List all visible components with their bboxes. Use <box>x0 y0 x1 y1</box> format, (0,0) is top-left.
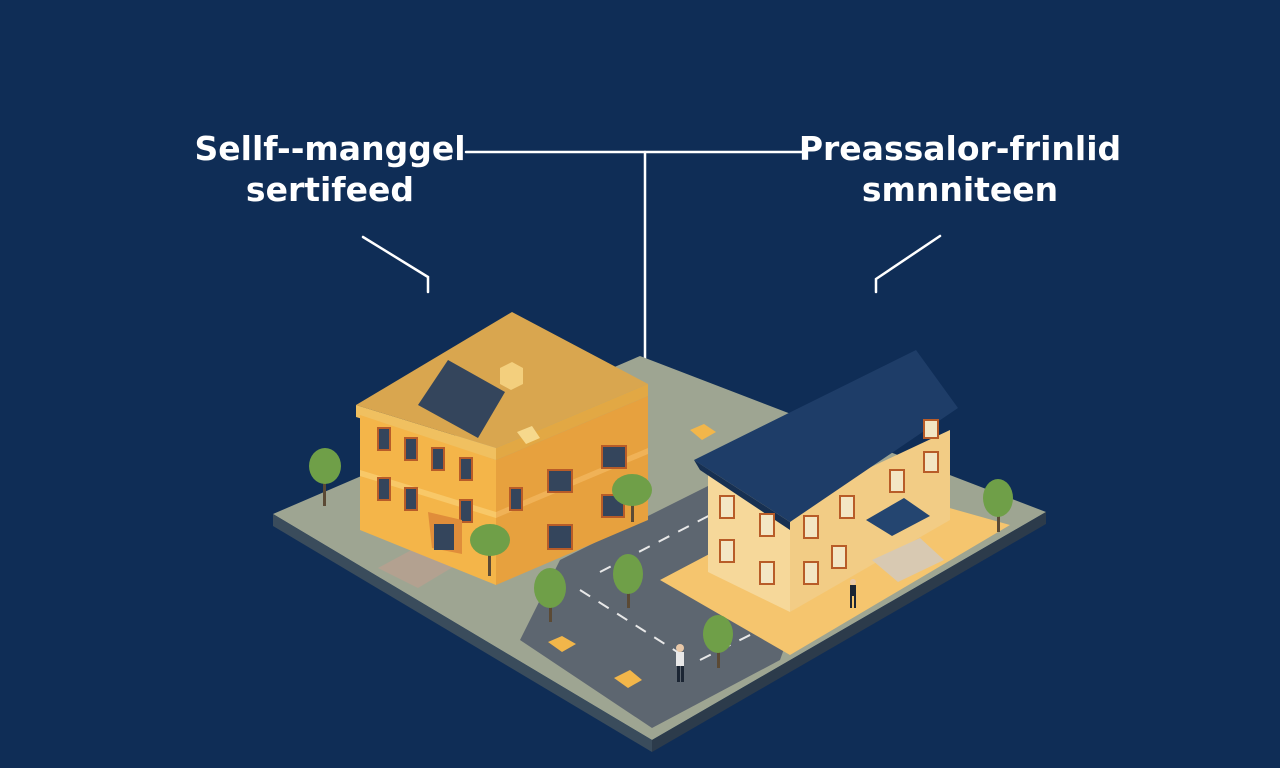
right-building-label: Preassalor-frinlid smnniteen <box>790 128 1130 210</box>
window <box>404 487 418 511</box>
window <box>831 545 847 569</box>
porch-steps <box>872 538 944 582</box>
person-icon <box>850 579 856 608</box>
left-pointer-line <box>361 235 430 294</box>
window <box>759 513 775 537</box>
left-label-line-1: Sellf--manggel <box>194 129 466 168</box>
window <box>509 487 523 511</box>
window <box>923 419 939 439</box>
window <box>547 469 573 493</box>
window <box>404 437 418 461</box>
tree-icon <box>534 568 566 622</box>
trees <box>309 448 1013 668</box>
window <box>601 445 627 469</box>
right-label-line-1: Preassalor-frinlid <box>798 129 1122 168</box>
bench-icon <box>548 636 576 652</box>
left-building <box>356 312 648 585</box>
right-label-line-2: smnniteen <box>861 170 1059 209</box>
window <box>923 451 939 473</box>
porch-canopy <box>866 498 930 536</box>
left-building-label: Sellf--manggel sertifeed <box>170 128 490 210</box>
rooftop-vent-icon <box>500 362 523 390</box>
tree-icon <box>703 615 733 668</box>
benches <box>548 424 716 688</box>
connector-lines <box>361 150 942 380</box>
right-pointer-line <box>874 234 942 294</box>
window <box>547 524 573 550</box>
person-icon <box>676 644 684 682</box>
window <box>459 457 473 481</box>
window <box>803 561 819 585</box>
solar-panel-icon <box>418 360 505 438</box>
window <box>889 469 905 493</box>
ground-side-right <box>652 512 1046 752</box>
window <box>377 427 391 451</box>
window <box>803 515 819 539</box>
window <box>377 477 391 501</box>
tree-icon <box>613 554 643 608</box>
ground-side-left <box>273 514 652 752</box>
bench-icon <box>690 424 716 440</box>
window <box>431 447 445 471</box>
window <box>839 495 855 519</box>
window <box>459 499 473 523</box>
people <box>676 579 856 682</box>
tree-icon <box>983 479 1013 532</box>
rooftop-hatch-icon <box>517 426 540 444</box>
window <box>719 539 735 563</box>
left-roof-edge <box>356 405 496 460</box>
right-building-roof <box>694 350 958 522</box>
right-roof-edge <box>694 460 790 530</box>
window <box>719 495 735 519</box>
left-label-line-2: sertifeed <box>245 170 415 209</box>
right-building <box>694 350 958 612</box>
tree-icon <box>612 474 652 522</box>
window <box>759 561 775 585</box>
tree-icon <box>470 524 510 576</box>
entrance-door <box>434 524 454 550</box>
left-roof-edge-right <box>496 384 648 460</box>
bench-icon <box>614 670 642 688</box>
tree-icon <box>309 448 341 506</box>
